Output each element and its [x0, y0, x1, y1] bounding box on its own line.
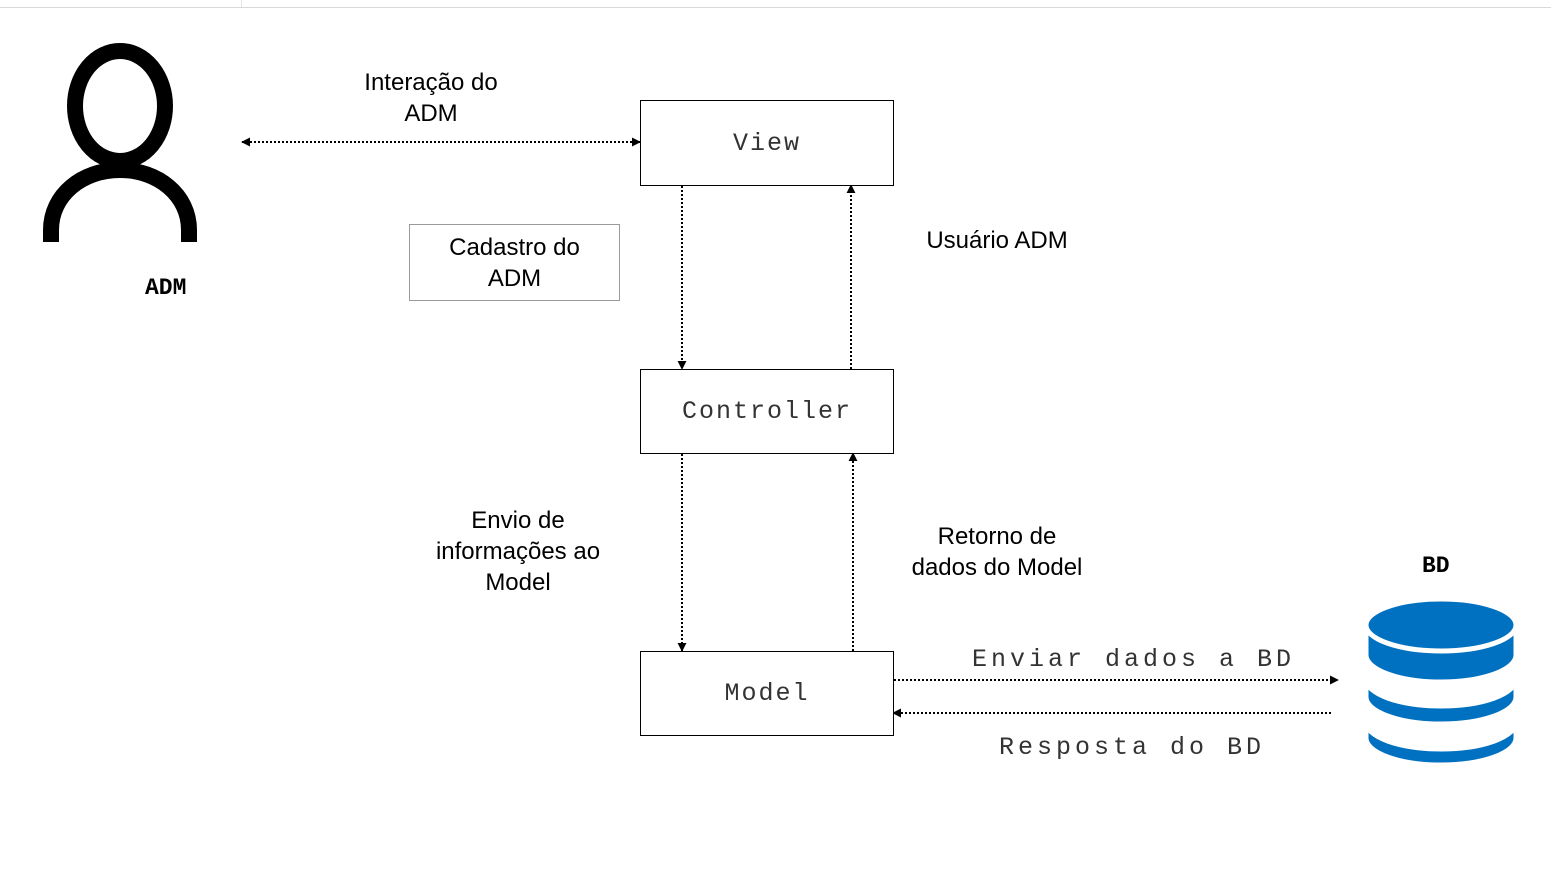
cadastro-note: Cadastro do ADM — [409, 224, 620, 301]
top-border — [0, 0, 1551, 8]
model-box: Model — [640, 651, 894, 736]
edge-label-adm-view: Interação do ADM — [364, 69, 498, 127]
bd-actor-label: BD — [1422, 553, 1450, 579]
view-box: View — [640, 100, 894, 186]
edge-label-model-controller: Retorno de dados do Model — [911, 523, 1083, 581]
edge-label-model-bd: Enviar dados a BD — [972, 645, 1296, 674]
top-border-tick — [241, 0, 242, 7]
edge-label-controller-model: Envio de informações ao Model — [435, 507, 601, 596]
database-icon — [1363, 596, 1519, 768]
edge-label-bd-model: Resposta do BD — [999, 733, 1266, 762]
controller-box: Controller — [640, 369, 894, 454]
view-label: View — [732, 128, 801, 158]
edge-label-controller-view: Usuário ADM — [926, 227, 1068, 254]
user-icon — [43, 43, 197, 242]
model-label: Model — [724, 679, 810, 708]
cadastro-note-text: Cadastro do ADM — [449, 233, 580, 292]
adm-actor-label: ADM — [145, 275, 187, 301]
controller-label: Controller — [681, 397, 853, 426]
